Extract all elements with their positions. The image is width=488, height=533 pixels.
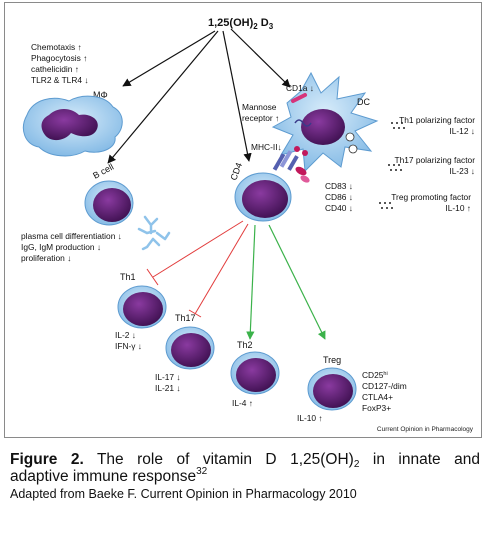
th17-factor-value: IL-23 ↓ [449, 166, 475, 176]
cytokine-dots [379, 122, 405, 209]
treg-effect: IL-10 ↑ [297, 413, 323, 423]
caption-line-1: Figure 2. The role of vitamin D 1,25(OH)… [10, 451, 480, 470]
dc-costim-label: CD40 ↓ [325, 203, 353, 213]
th1-cell [117, 285, 167, 329]
figure-panel: 1,25(OH)2 D3 Chemotaxis ↑ Phagocytosis ↑… [4, 2, 482, 438]
treg-factor-label: Treg promoting factor [391, 192, 471, 202]
arrow-to-b-cell [107, 30, 219, 164]
caption-line-2: adaptive immune response32 [10, 466, 480, 486]
figure-caption: Figure 2. The role of vitamin D 1,25(OH)… [10, 451, 480, 501]
th17-cell [165, 326, 215, 370]
dc-costim-label: CD83 ↓ [325, 181, 353, 191]
th1-factor-value: IL-12 ↓ [449, 126, 475, 136]
th17-name: Th17 [175, 313, 196, 323]
caption-text-1: The role of vitamin D 1,25(OH) [96, 451, 354, 468]
treg-marker: FoxP3+ [362, 403, 391, 413]
antibody-icon [137, 215, 171, 251]
b-cell-effect: plasma cell differentiation ↓ [21, 231, 122, 241]
macrophage-effect: cathelicidin ↑ [31, 64, 79, 74]
arrow-to-treg [268, 224, 326, 340]
source-label: Current Opinion in Pharmacology [377, 426, 474, 433]
treg-marker-sup: hi [383, 371, 387, 377]
macrophage-effect: Phagocytosis ↑ [31, 53, 87, 63]
b-cell-effect: IgG, IgM production ↓ [21, 242, 101, 252]
treg-marker: CD25hi [362, 370, 388, 380]
dc-mhc-label: MHC-II↓ [251, 142, 282, 152]
treg-marker: CD127-/dim [362, 381, 407, 391]
th2-cell [230, 351, 280, 395]
treg-name: Treg [323, 355, 341, 365]
arrow-to-macrophage [122, 30, 216, 87]
cd4-cell [234, 172, 292, 222]
diagram-title: 1,25(OH)2 D3 [208, 17, 274, 31]
treg-cell [307, 367, 357, 411]
caption-adapted: Adapted from Baeke F. Current Opinion in… [10, 487, 357, 501]
caption-text-2: in innate and [372, 451, 480, 468]
th1-effect: IL-2 ↓ [115, 330, 136, 340]
treg-marker: CTLA4+ [362, 392, 393, 402]
th2-name: Th2 [237, 340, 253, 350]
caption-text-3: adaptive immune response [10, 468, 197, 485]
immune-synapse [272, 150, 310, 183]
th2-effect: IL-4 ↑ [232, 398, 253, 408]
dc-mannose-label: receptor ↑ [242, 113, 279, 123]
macrophage-effect: TLR2 & TLR4 ↓ [31, 75, 89, 85]
th1-factor-label: Th1 polarizing factor [399, 115, 475, 125]
vitamin-d-diagram: 1,25(OH)2 D3 Chemotaxis ↑ Phagocytosis ↑… [21, 17, 475, 433]
b-cell-effect: proliferation ↓ [21, 253, 71, 263]
cd4-name: CD4 [228, 161, 244, 181]
dc-cd1a-label: CD1a ↓ [286, 83, 314, 93]
figure-label: Figure 2. [10, 451, 84, 468]
dendritic-cell [271, 71, 379, 173]
dc-name: DC [357, 97, 370, 107]
macrophage-name: MΦ [93, 90, 108, 100]
macrophage-cell [23, 95, 123, 157]
caption-sub: 2 [353, 459, 360, 470]
b-cell [84, 180, 134, 226]
b-cell-name: B cell [91, 162, 115, 181]
arrow-to-cd4 [222, 30, 252, 162]
dc-costim-label: CD86 ↓ [325, 192, 353, 202]
th17-effect: IL-17 ↓ [155, 372, 181, 382]
dc-mannose-label: Mannose [242, 102, 277, 112]
treg-factor-value: IL-10 ↑ [445, 203, 471, 213]
macrophage-effect: Chemotaxis ↑ [31, 42, 82, 52]
th17-effect: IL-21 ↓ [155, 383, 181, 393]
arrow-to-th2 [246, 224, 256, 340]
th1-name: Th1 [120, 272, 136, 282]
th1-effect: IFN-γ ↓ [115, 341, 142, 351]
caption-ref: 32 [196, 466, 208, 477]
th17-factor-label: Th17 polarizing factor [394, 155, 475, 165]
inhibition-lines [146, 220, 249, 318]
arrow-to-dc [230, 28, 291, 88]
